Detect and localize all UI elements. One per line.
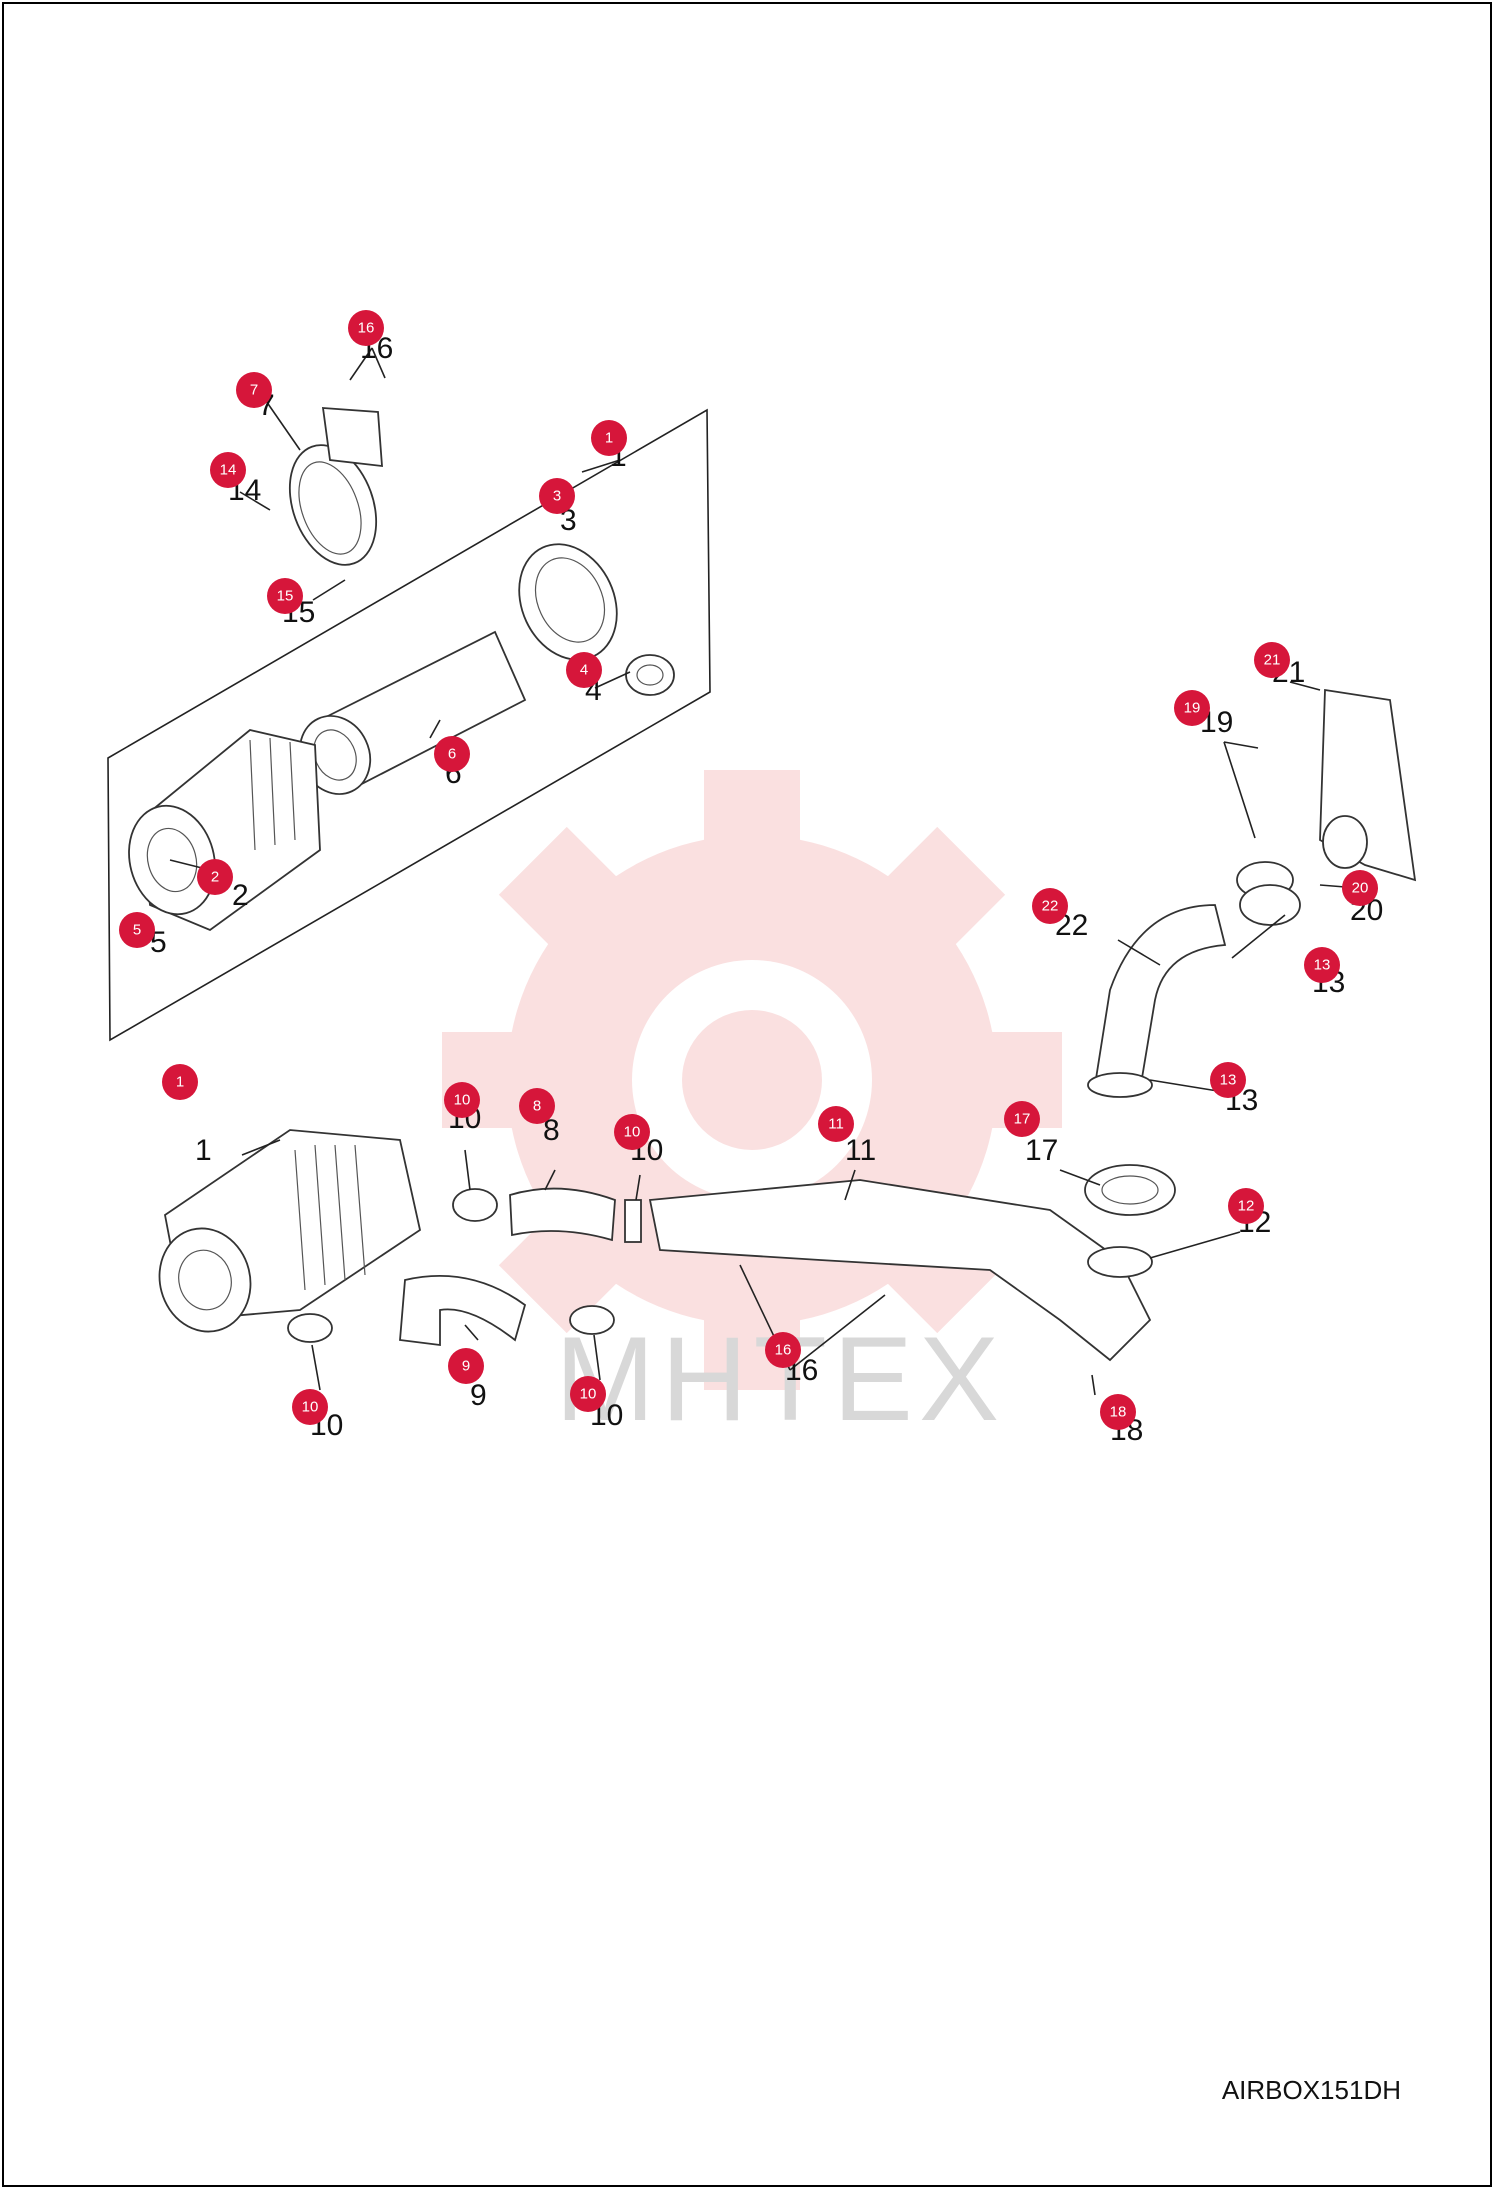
badge-16-top[interactable]: 16: [348, 310, 384, 346]
badge-19[interactable]: 19: [1174, 690, 1210, 726]
svg-text:21: 21: [1264, 652, 1281, 669]
svg-text:12: 12: [1238, 1198, 1255, 1215]
badge-21[interactable]: 21: [1254, 642, 1290, 678]
svg-text:16: 16: [358, 320, 375, 337]
badge-20[interactable]: 20: [1342, 870, 1378, 906]
diagram-code-label: AIRBOX151DH: [1221, 2075, 1401, 2105]
svg-text:1: 1: [605, 430, 613, 447]
svg-text:17: 17: [1014, 1111, 1031, 1128]
badge-13-b[interactable]: 13: [1304, 947, 1340, 983]
svg-text:15: 15: [277, 588, 294, 605]
badge-8[interactable]: 8: [519, 1088, 555, 1124]
badge-11[interactable]: 11: [818, 1106, 854, 1142]
svg-text:1: 1: [176, 1074, 184, 1091]
badge-16-bottom[interactable]: 16: [765, 1332, 801, 1368]
hose-9-part: [399, 1275, 527, 1347]
valve-part: [625, 654, 675, 696]
svg-text:10: 10: [454, 1092, 471, 1109]
assembled-housing-part: [158, 1129, 422, 1333]
badge-17[interactable]: 17: [1004, 1101, 1040, 1137]
svg-text:4: 4: [580, 662, 588, 679]
seal-17-part: [1084, 1164, 1176, 1216]
callout-9: 9: [470, 1379, 487, 1412]
badge-15[interactable]: 15: [267, 578, 303, 614]
svg-text:13: 13: [1220, 1072, 1237, 1089]
callout-1-lower: 1: [195, 1134, 212, 1167]
badge-18[interactable]: 18: [1100, 1394, 1136, 1430]
badge-13-a[interactable]: 13: [1210, 1062, 1246, 1098]
exploded-view-outline: [107, 408, 711, 1042]
housing-bracket-part: [288, 407, 383, 566]
badge-2[interactable]: 2: [197, 859, 233, 895]
badge-1-upper[interactable]: 1: [591, 420, 627, 456]
badge-14[interactable]: 14: [210, 452, 246, 488]
clamp-part: [287, 861, 1301, 1343]
svg-text:10: 10: [580, 1386, 597, 1403]
watermark-gear-icon: [442, 770, 1062, 1390]
svg-text:22: 22: [1042, 898, 1059, 915]
svg-text:20: 20: [1352, 880, 1369, 897]
badge-10-c[interactable]: 10: [292, 1389, 328, 1425]
badge-12[interactable]: 12: [1228, 1188, 1264, 1224]
badge-4[interactable]: 4: [566, 652, 602, 688]
badge-6[interactable]: 6: [434, 736, 470, 772]
svg-text:9: 9: [462, 1358, 470, 1375]
callout-17: 17: [1025, 1134, 1058, 1167]
badge-10-a[interactable]: 10: [444, 1082, 480, 1118]
svg-text:18: 18: [1110, 1404, 1127, 1421]
intake-duct-part: [648, 1179, 1152, 1362]
filter-cover-part: [518, 543, 618, 661]
badge-9[interactable]: 9: [448, 1348, 484, 1384]
svg-text:5: 5: [133, 922, 141, 939]
badge-7[interactable]: 7: [236, 372, 272, 408]
svg-text:2: 2: [211, 869, 219, 886]
svg-text:13: 13: [1314, 957, 1331, 974]
hose-8-part: [509, 1187, 616, 1242]
svg-text:19: 19: [1184, 700, 1201, 717]
callout-2: 2: [232, 879, 249, 912]
callout-8: 8: [543, 1114, 560, 1147]
badge-10-d[interactable]: 10: [570, 1376, 606, 1412]
badge-1-lower[interactable]: 1: [162, 1064, 198, 1100]
elbow-hose-22-part: [1093, 904, 1227, 1091]
svg-text:16: 16: [775, 1342, 792, 1359]
badge-5[interactable]: 5: [119, 912, 155, 948]
cowl-21-part: [1319, 688, 1417, 882]
badge-22[interactable]: 22: [1032, 888, 1068, 924]
filter-element-part: [298, 630, 527, 795]
svg-text:10: 10: [624, 1124, 641, 1141]
svg-text:3: 3: [553, 488, 561, 505]
badge-3[interactable]: 3: [539, 478, 575, 514]
svg-text:8: 8: [533, 1098, 541, 1115]
housing-body-part: [128, 729, 321, 932]
svg-text:7: 7: [250, 382, 258, 399]
svg-text:6: 6: [448, 746, 456, 763]
badge-10-b[interactable]: 10: [614, 1114, 650, 1150]
callout-11: 11: [845, 1134, 876, 1167]
svg-text:14: 14: [220, 462, 237, 479]
svg-text:10: 10: [302, 1399, 319, 1416]
badges: 16 7 14 15 1 3 4 6 2 5 1 10 8 10 11 17 1…: [119, 310, 1378, 1430]
svg-text:11: 11: [828, 1116, 844, 1133]
